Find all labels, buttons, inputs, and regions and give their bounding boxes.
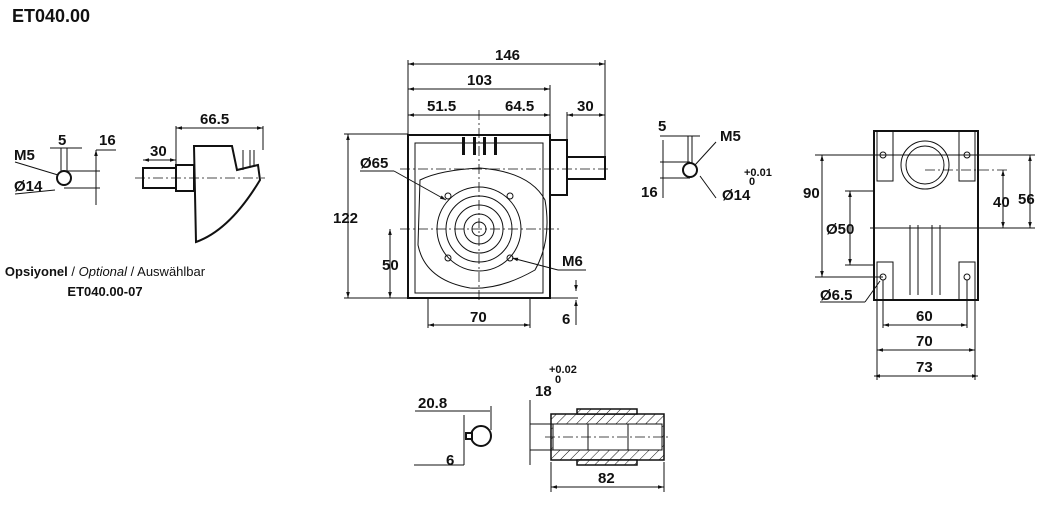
dim-bore: 18 (535, 383, 552, 400)
dim-56: 56 (1018, 191, 1035, 208)
dim-height: 16 (641, 184, 658, 201)
dim-foot-span: 70 (470, 309, 487, 326)
dim-width: 5 (658, 118, 666, 135)
front-view: 146 103 51.5 64.5 30 Ø65 122 50 M6 70 6 (333, 47, 610, 328)
side-view: 90 Ø50 56 40 Ø6.5 60 70 73 (803, 130, 1035, 380)
dim-foot-thk: 6 (562, 311, 570, 328)
note-turkish: Opsiyonel (4, 264, 68, 279)
dim-diameter: Ø14 (722, 187, 751, 204)
dim-height: 122 (333, 210, 358, 227)
dim-key-depth: 20.8 (418, 395, 447, 412)
dim-right-half: 64.5 (505, 98, 534, 115)
dim-length: 82 (598, 470, 615, 487)
dim-width: 5 (58, 132, 66, 149)
dim-body: 103 (467, 72, 492, 89)
dim-key-width: 6 (446, 452, 454, 469)
note-english: Optional (78, 264, 128, 279)
dim-flange-dia: Ø65 (360, 155, 388, 172)
drawing-title: ET040.00 (12, 6, 91, 26)
option-code: ET040.00-07 (67, 284, 143, 299)
dim-total-length: 66.5 (200, 111, 229, 128)
sep: / (67, 264, 79, 279)
dim-thread: M5 (720, 128, 741, 145)
tol-upper: +0.01 (744, 167, 772, 179)
dim-hole-dia: Ø6.5 (820, 287, 853, 304)
tol-upper: +0.02 (549, 364, 577, 376)
optional-shaft-detail: 5 16 M5 Ø14 30 66.5 (14, 111, 265, 244)
dim-thread: M5 (14, 147, 35, 164)
dim-73: 73 (916, 359, 933, 376)
sep: / (127, 264, 138, 279)
tol-lower: 0 (749, 176, 755, 188)
dim-shaft-length: 30 (150, 143, 167, 160)
dim-pilot-dia: Ø50 (826, 221, 854, 238)
dim-height: 16 (99, 132, 116, 149)
dim-40: 40 (993, 194, 1010, 211)
dim-left-half: 51.5 (427, 98, 456, 115)
dim-60: 60 (916, 308, 933, 325)
dim-thread: M6 (562, 253, 583, 270)
dim-shaft: 30 (577, 98, 594, 115)
note-german: Auswählbar (137, 264, 206, 279)
dim-diameter: Ø14 (14, 178, 43, 195)
input-shaft-detail: 5 M5 +0.01 0 16 Ø14 (641, 118, 772, 204)
dim-70: 70 (916, 333, 933, 350)
tol-lower: 0 (555, 374, 561, 386)
hollow-shaft-detail: 20.8 6 18 +0.02 0 82 (414, 364, 670, 492)
dim-hole-span: 90 (803, 185, 820, 202)
optional-note: Opsiyonel / Optional / Auswählbar ET040.… (0, 262, 210, 302)
dim-overall: 146 (495, 47, 520, 64)
dim-axis-height: 50 (382, 257, 399, 274)
